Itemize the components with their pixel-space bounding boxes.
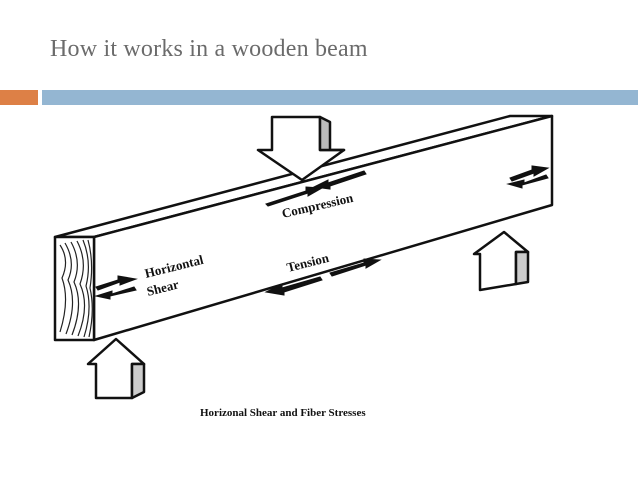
support-arrow-left-icon <box>86 337 146 400</box>
diagram-caption: Horizonal Shear and Fiber Stresses <box>200 407 366 419</box>
title-rule-bar <box>42 90 638 105</box>
compression-arrows-icon <box>265 170 367 207</box>
wood-grain-icon <box>59 239 93 338</box>
tension-arrows-icon <box>264 258 382 296</box>
beam-end-grain <box>53 235 96 342</box>
support-arrow-right-icon <box>472 230 530 292</box>
load-arrow-down-icon <box>256 115 346 182</box>
title-rule-accent <box>0 90 38 105</box>
horizontal-shear-arrows-icon <box>94 275 138 300</box>
end-shear-arrows-icon <box>506 165 550 189</box>
slide-title: How it works in a wooden beam <box>50 36 368 62</box>
